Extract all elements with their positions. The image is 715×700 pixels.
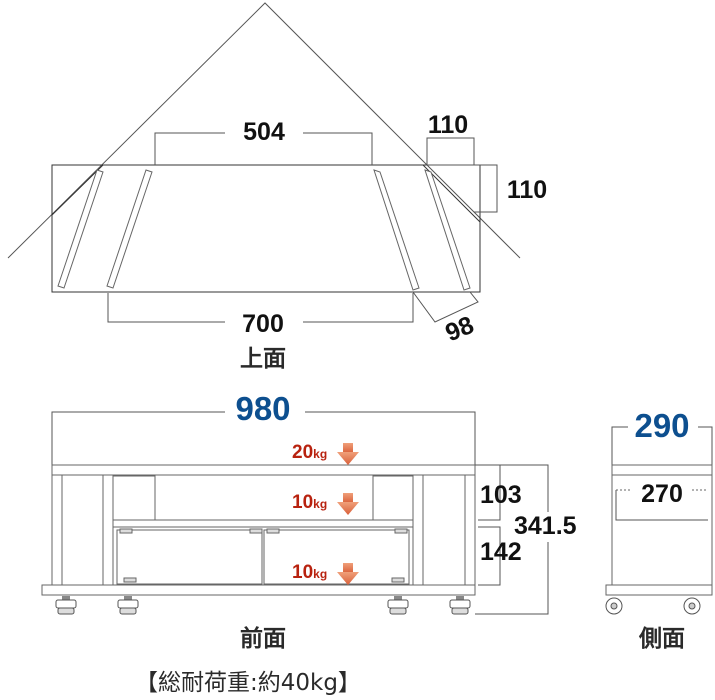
dim-label-504: 504 bbox=[243, 118, 285, 146]
top-divider-2 bbox=[106, 169, 153, 289]
front-divider-right bbox=[412, 474, 424, 586]
svg-text:10kg: 10kg bbox=[292, 492, 327, 513]
svg-text:10kg: 10kg bbox=[292, 562, 327, 583]
caption-top-view: 上面 bbox=[240, 346, 286, 372]
dim-label-110-top: 110 bbox=[428, 111, 468, 139]
side-view: 290 270 側面 bbox=[605, 407, 713, 652]
dim-label-341: 341.5 bbox=[514, 512, 577, 540]
corner-wall-lines bbox=[7, 2, 521, 259]
dim-label-700: 700 bbox=[242, 310, 284, 338]
top-divider-3 bbox=[373, 169, 420, 291]
dim-label-103: 103 bbox=[480, 481, 522, 509]
load-middle-value: 10 bbox=[292, 492, 313, 513]
caster-icon-4 bbox=[449, 595, 471, 615]
front-side-right bbox=[464, 474, 476, 586]
dim-bracket-270 bbox=[615, 490, 708, 521]
load-bottom-unit: kg bbox=[313, 567, 327, 581]
front-top-slab bbox=[51, 464, 476, 476]
top-view: 504 110 110 700 98 上面 bbox=[7, 2, 547, 372]
dim-bracket-110-side bbox=[474, 164, 498, 213]
dim-bracket-98 bbox=[412, 291, 479, 323]
load-top-unit: kg bbox=[313, 447, 327, 461]
load-label-bottom: 10kg bbox=[292, 562, 359, 585]
down-arrow-icon bbox=[337, 443, 359, 465]
front-middle-shelf bbox=[112, 519, 414, 528]
caster-icon-3 bbox=[387, 595, 409, 615]
caster-icon-2 bbox=[117, 595, 139, 615]
total-load-note: 【総耐荷重:約40kg】 bbox=[135, 670, 361, 696]
caster-icon-1 bbox=[55, 595, 77, 615]
side-top-slab bbox=[611, 464, 713, 476]
front-base bbox=[41, 584, 476, 596]
load-label-middle: 10kg bbox=[292, 492, 359, 515]
dim-label-980: 980 bbox=[235, 390, 290, 427]
load-middle-unit: kg bbox=[313, 497, 327, 511]
dim-label-290: 290 bbox=[634, 407, 689, 444]
front-glass-door-left bbox=[116, 529, 263, 585]
front-upper-box-left bbox=[112, 475, 156, 521]
top-divider-1 bbox=[57, 169, 104, 289]
svg-text:20kg: 20kg bbox=[292, 442, 327, 463]
front-upper-box-right bbox=[372, 475, 414, 521]
load-bottom-value: 10 bbox=[292, 562, 313, 583]
top-divider-4 bbox=[424, 169, 471, 291]
caption-front-view: 前面 bbox=[240, 625, 286, 652]
down-arrow-icon bbox=[337, 493, 359, 515]
dim-bracket-142 bbox=[478, 526, 501, 586]
front-divider-left bbox=[102, 474, 114, 586]
load-label-top: 20kg bbox=[292, 442, 359, 465]
caption-side-view: 側面 bbox=[638, 626, 685, 652]
dim-label-110-side: 110 bbox=[507, 176, 547, 204]
front-glass-door-right bbox=[263, 529, 410, 585]
load-top-value: 20 bbox=[292, 442, 313, 463]
front-side-left bbox=[51, 474, 63, 586]
dim-label-270: 270 bbox=[641, 480, 683, 508]
front-view: 980 20kg 10kg bbox=[41, 390, 588, 652]
dim-label-142: 142 bbox=[480, 538, 522, 566]
side-base bbox=[605, 584, 713, 596]
dim-box-110-top bbox=[426, 137, 475, 166]
